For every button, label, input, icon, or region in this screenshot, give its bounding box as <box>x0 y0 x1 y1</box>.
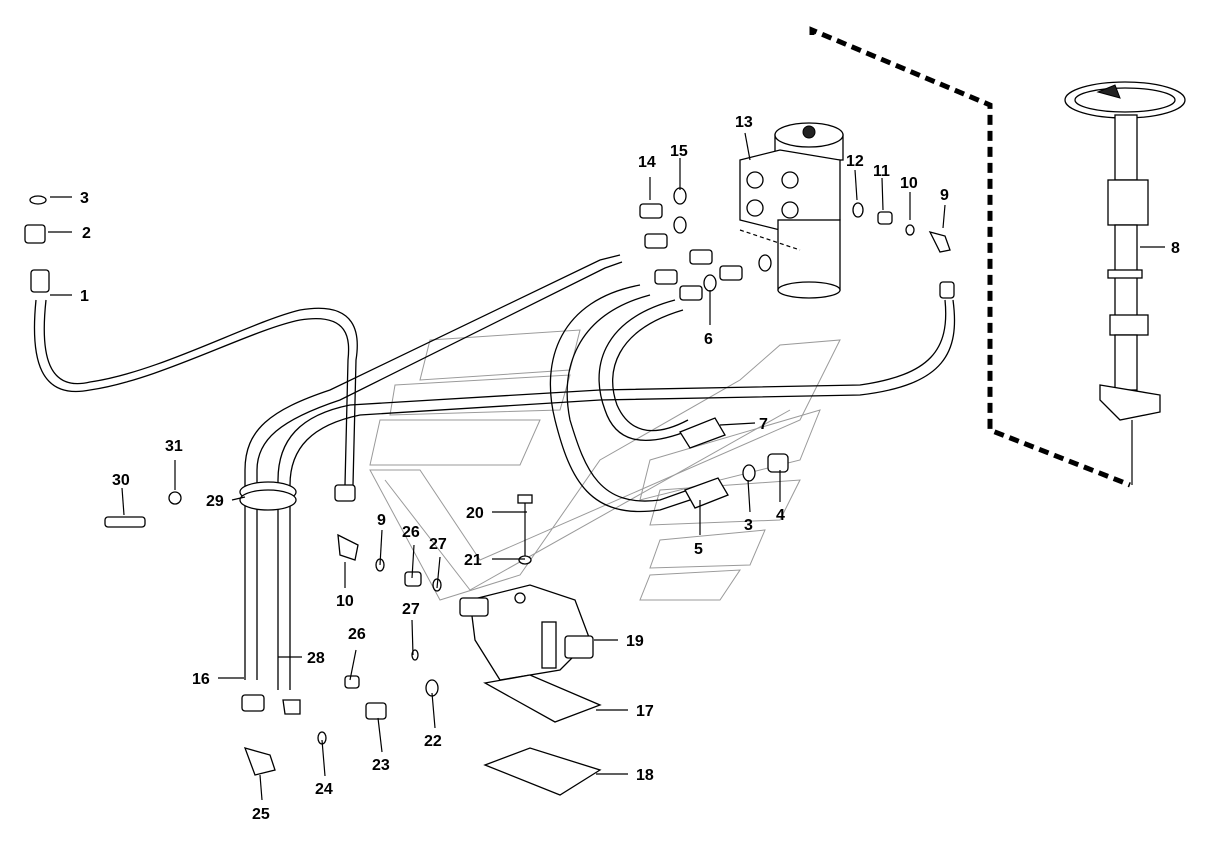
callout-21: 21 <box>464 552 482 569</box>
callout-19: 19 <box>626 633 644 650</box>
callout-9: 9 <box>377 512 386 529</box>
callout-20: 20 <box>466 505 484 522</box>
callout-labels: 1 2 3 3 4 5 6 7 8 9 9 10 10 11 12 13 14 … <box>80 114 1180 823</box>
callout-24: 24 <box>315 781 333 798</box>
callout-6: 6 <box>704 331 713 348</box>
callout-22: 22 <box>424 733 442 750</box>
callout-10: 10 <box>900 175 918 192</box>
hydraulic-hoses <box>33 254 956 690</box>
callout-27: 27 <box>402 601 420 618</box>
callout-18: 18 <box>636 767 654 784</box>
leader-lines <box>48 132 1165 801</box>
callout-3: 3 <box>80 190 89 207</box>
callout-15: 15 <box>670 143 688 160</box>
callout-23: 23 <box>372 757 390 774</box>
callout-28: 28 <box>307 650 325 667</box>
callout-5: 5 <box>694 541 703 558</box>
steering-column <box>1064 81 1186 485</box>
callout-27: 27 <box>429 536 447 553</box>
callout-29: 29 <box>206 493 224 510</box>
callout-26: 26 <box>402 524 420 541</box>
callout-1: 1 <box>80 288 89 305</box>
callout-7: 7 <box>759 416 768 433</box>
callout-17: 17 <box>636 703 654 720</box>
callout-13: 13 <box>735 114 753 131</box>
callout-10: 10 <box>336 593 354 610</box>
callout-8: 8 <box>1171 240 1180 257</box>
callout-25: 25 <box>252 806 270 823</box>
callout-26: 26 <box>348 626 366 643</box>
cab-boundary-dashed <box>809 26 1131 488</box>
steering-unit-fittings <box>24 187 955 776</box>
callout-14: 14 <box>638 154 656 171</box>
cover-plates <box>483 674 602 796</box>
callout-3: 3 <box>744 517 753 534</box>
callout-2: 2 <box>82 225 91 242</box>
callout-12: 12 <box>846 153 864 170</box>
callout-9: 9 <box>940 187 949 204</box>
callout-31: 31 <box>165 438 183 455</box>
callout-16: 16 <box>192 671 210 688</box>
priority-valve <box>459 584 594 681</box>
callout-4: 4 <box>776 507 785 524</box>
background-frame-outline <box>369 329 841 601</box>
steering-unit <box>739 122 844 299</box>
callout-30: 30 <box>112 472 130 489</box>
callout-11: 11 <box>873 163 890 180</box>
